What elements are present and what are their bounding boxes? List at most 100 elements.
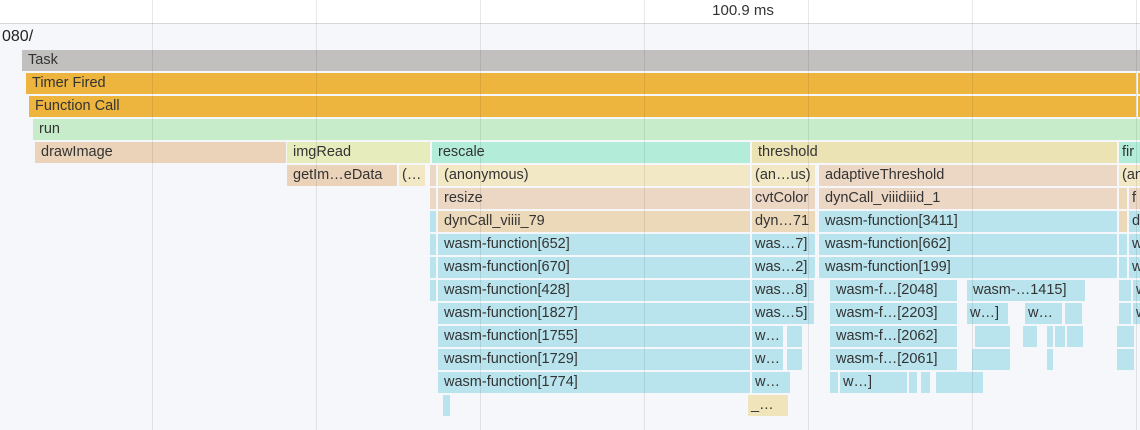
flame-bar-wasm-function-428[interactable]: wasm-function[428] [438, 280, 750, 301]
flame-bar-label: Timer Fired [32, 75, 106, 91]
flame-bar-fragment[interactable] [1067, 326, 1083, 347]
flame-bar-label: (an…us) [755, 167, 811, 183]
flame-bar-fragment[interactable] [1119, 188, 1127, 209]
flame-bar-fragment[interactable] [1119, 303, 1131, 324]
flame-bar-fragment[interactable] [1117, 349, 1134, 370]
flame-bar-adaptivethreshold[interactable]: adaptiveThreshold [819, 165, 1117, 186]
flame-bar-w[interactable]: w… [752, 326, 783, 347]
flame-bar-imgread[interactable]: imgRead [287, 142, 430, 163]
flame-bar-fragment[interactable] [1119, 257, 1127, 278]
flame-bar-w[interactable]: w…] [840, 372, 907, 393]
flame-bar-fragment[interactable] [1055, 326, 1065, 347]
flame-bar-fragment[interactable] [430, 280, 436, 301]
flame-bar-anonymous[interactable]: (anonymous) [438, 165, 750, 186]
flame-bar-wasm-f-2048[interactable]: wasm-f…[2048] [830, 280, 957, 301]
flame-bar-w[interactable]: w [1133, 280, 1140, 301]
flame-bar-fragment[interactable] [936, 372, 983, 393]
flame-bar-fragment[interactable] [909, 372, 917, 393]
flame-bar-wasm-function-670[interactable]: wasm-function[670] [438, 257, 750, 278]
flame-bar-label: rescale [438, 144, 485, 160]
flame-bar-f[interactable]: f [1129, 188, 1140, 209]
flame-bar-wasm-function-3411[interactable]: wasm-function[3411] [819, 211, 1117, 232]
flame-bar-label: wasm-function[662] [825, 236, 951, 252]
flame-bar-cvtcolor[interactable]: cvtColor [752, 188, 815, 209]
flame-bar-w[interactable]: w [1129, 234, 1140, 255]
flame-bar-label: wasm-function[428] [444, 282, 570, 298]
flame-bar-fragment[interactable] [1065, 303, 1082, 324]
flame-bar-fragment[interactable] [1138, 73, 1140, 94]
flame-bar-fragment[interactable] [1119, 211, 1127, 232]
flame-bar-label: wasm-…1415] [973, 282, 1067, 298]
flame-bar-d[interactable]: d [1129, 211, 1140, 232]
flame-bar-drawimage[interactable]: drawImage [35, 142, 286, 163]
flame-bar-fragment[interactable] [921, 372, 930, 393]
flame-bar-function-call[interactable]: Function Call [29, 96, 1136, 117]
flame-bar-fragment[interactable] [430, 257, 436, 278]
flame-bar-fragment[interactable] [1047, 349, 1053, 370]
flame-bar-wasm-function-652[interactable]: wasm-function[652] [438, 234, 750, 255]
flame-bar-an[interactable]: (an [1119, 165, 1140, 186]
flame-bar-fragment[interactable] [1047, 326, 1053, 347]
flame-bar-dyncall-viiidiiid-1[interactable]: dynCall_viiidiiid_1 [819, 188, 1117, 209]
flame-bar-label: wasm-f…[2203] [836, 305, 938, 321]
flame-bar-getim-edata[interactable]: getIm…eData [287, 165, 397, 186]
flame-bar-fragment[interactable] [1023, 326, 1037, 347]
flame-bar-w[interactable]: w… [752, 349, 783, 370]
flame-bar-label: wasm-function[199] [825, 259, 951, 275]
flame-bar-fragment[interactable] [443, 395, 450, 416]
flame-bar-wasm-1415[interactable]: wasm-…1415] [967, 280, 1085, 301]
flame-bar-w[interactable]: w…] [967, 303, 1008, 324]
flame-bar-label: was…5] [755, 305, 808, 321]
flame-bar-rescale[interactable]: rescale [432, 142, 750, 163]
flame-bar-timer-fired[interactable]: Timer Fired [26, 73, 1136, 94]
flame-bar-fragment[interactable] [1119, 280, 1131, 301]
flame-bar-wasm-f-2203[interactable]: wasm-f…[2203] [830, 303, 957, 324]
flame-bar-was-7[interactable]: was…7] [752, 234, 815, 255]
url-label: 080/ [2, 28, 34, 45]
flame-bar-w[interactable]: w [1129, 257, 1140, 278]
flame-bar-label: getIm…eData [293, 167, 383, 183]
flame-bar-label: wasm-f…[2061] [836, 351, 938, 367]
flame-bar-fragment[interactable] [972, 349, 1010, 370]
flame-bar-wasm-function-1827[interactable]: wasm-function[1827] [438, 303, 750, 324]
flame-bar-run[interactable]: run [33, 119, 1140, 140]
flame-bar-fragment[interactable] [430, 211, 436, 232]
flame-bar-wasm-f-2061[interactable]: wasm-f…[2061] [830, 349, 957, 370]
flame-bar-fragment[interactable] [430, 165, 436, 186]
flame-bar-wasm-function-1774[interactable]: wasm-function[1774] [438, 372, 750, 393]
flame-bar-fragment[interactable]: _… [748, 395, 788, 416]
flame-bar-dyncall-viiii-79[interactable]: dynCall_viiii_79 [438, 211, 750, 232]
flame-bar-fragment[interactable] [830, 372, 838, 393]
flame-bar-fragment[interactable] [1117, 326, 1134, 347]
flame-bar-wasm-function-1729[interactable]: wasm-function[1729] [438, 349, 750, 370]
flame-bar-fragment[interactable] [430, 234, 436, 255]
flame-bar-fragment[interactable] [1138, 96, 1140, 117]
flame-bar-label: wasm-function[670] [444, 259, 570, 275]
flame-bar-threshold[interactable]: threshold [752, 142, 1117, 163]
flame-bar-dyn-71[interactable]: dyn…71 [752, 211, 815, 232]
flame-bar-fragment[interactable] [787, 326, 802, 347]
flame-bar-an-us[interactable]: (an…us) [752, 165, 815, 186]
flame-bar-was-5[interactable]: was…5] [752, 303, 814, 324]
flame-bar-fragment[interactable] [975, 326, 1010, 347]
flame-bar-wasm-function-199[interactable]: wasm-function[199] [819, 257, 1117, 278]
flame-bar-label: f [1132, 190, 1137, 206]
flame-bar-w[interactable]: w… [752, 372, 790, 393]
flame-bar-fragment[interactable] [1119, 234, 1127, 255]
flame-bar-was-2[interactable]: was…2] [752, 257, 815, 278]
flame-bar-fragment[interactable] [430, 188, 436, 209]
flame-bar-label: was…8] [755, 282, 808, 298]
flame-bar-wasm-f-2062[interactable]: wasm-f…[2062] [830, 326, 957, 347]
flame-bar-was-8[interactable]: was…8] [752, 280, 814, 301]
flame-bar-fir[interactable]: fir [1119, 142, 1140, 163]
flame-bar-fragment[interactable]: (… [399, 165, 425, 186]
flame-bar-w[interactable]: w… [1025, 303, 1062, 324]
flame-bar-task[interactable]: Task [22, 50, 1140, 71]
flame-bar-wasm-function-1755[interactable]: wasm-function[1755] [438, 326, 750, 347]
flame-bar-fragment[interactable] [787, 349, 802, 370]
flame-bar-wasm-function-662[interactable]: wasm-function[662] [819, 234, 1117, 255]
flame-bar-resize[interactable]: resize [438, 188, 750, 209]
flame-bar-w[interactable]: w [1133, 303, 1140, 324]
